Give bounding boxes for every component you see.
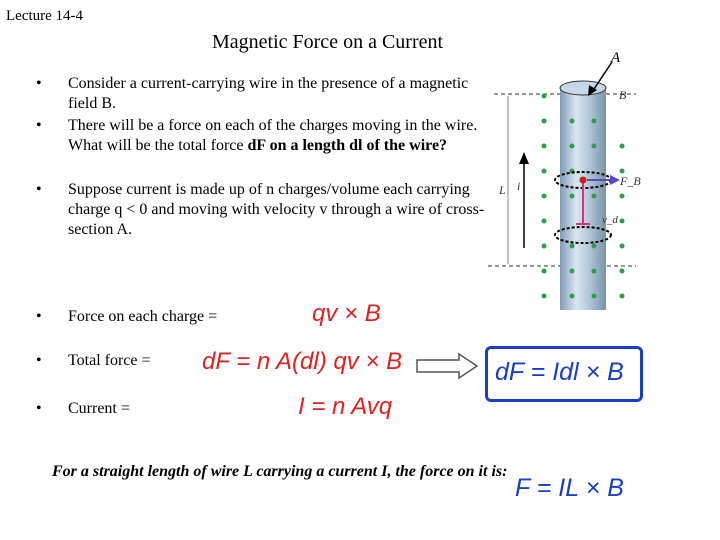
label-B: B: [619, 88, 627, 102]
row-label: Total force =: [68, 352, 151, 369]
footer-text: For a straight length of wire L carrying…: [52, 463, 508, 480]
bullet-item: • Suppose current is made up of n charge…: [36, 181, 485, 238]
lecture-number: Lecture 14-4: [6, 8, 84, 24]
eq-force-each: qv × B: [312, 300, 381, 327]
label-FB: F_B: [619, 174, 641, 188]
slide-title: Magnetic Force on a Current: [212, 31, 444, 53]
label-i: i: [517, 179, 520, 193]
bullet-list: • Consider a current-carrying wire in th…: [36, 74, 491, 244]
eq-boxed: dF = Idl × B: [495, 358, 624, 386]
wire-figure: A B F_B L i v_d: [488, 50, 641, 310]
eq-final: F = IL × B: [515, 474, 624, 502]
label-A: A: [610, 50, 621, 66]
row-label: Current =: [68, 400, 130, 417]
bullet-text: There will be a force on each of the cha…: [68, 117, 478, 154]
bullet-text-bold: dF on a length dl of the wire?: [247, 137, 448, 154]
eq-total-force: dF = n A(dl) qv × B: [202, 348, 403, 375]
label-L: L: [498, 183, 506, 197]
bullet-text: Consider a current-carrying wire in the …: [68, 75, 469, 112]
bullet-text: Suppose current is made up of n charges/…: [68, 181, 485, 238]
row-label: Force on each charge =: [68, 308, 218, 325]
arrow-icon: [416, 352, 479, 380]
boxed-equation: [485, 346, 643, 402]
bullet-item: • There will be a force on each of the c…: [36, 117, 478, 154]
eq-current: I = n Avq: [298, 393, 393, 420]
bullet-item: • Consider a current-carrying wire in th…: [36, 75, 469, 112]
label-vd: v_d: [602, 214, 618, 226]
